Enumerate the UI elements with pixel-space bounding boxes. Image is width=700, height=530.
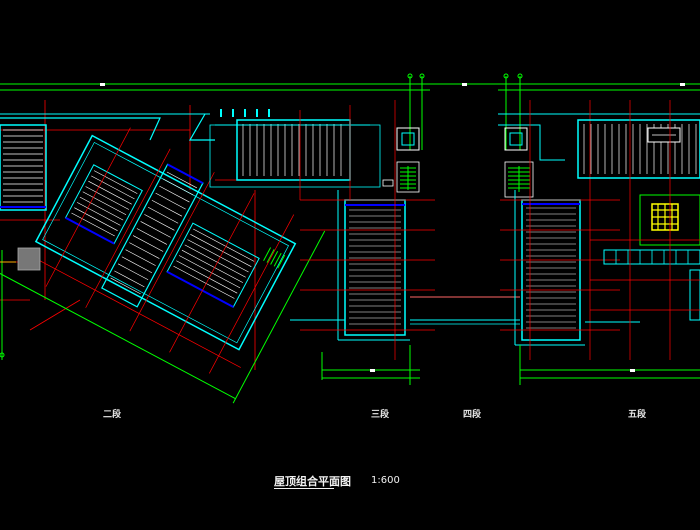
segment-4-plan [498,100,700,385]
drawing-title: 屋顶组合平面图 [274,475,351,488]
section-label-seg4: 四段 [463,410,482,420]
top-dimension-lines [0,73,700,150]
section-label-seg3: 三段 [371,410,390,420]
title-underline [274,488,334,489]
section-label-seg5: 五段 [628,410,647,420]
drawing-scale: 1:600 [371,475,400,486]
segment-5-plan [577,100,700,360]
top-dimension-ticks [100,83,685,86]
corridor-link [410,296,520,325]
segment-2-plan [0,100,326,404]
segment-3-plan [188,100,435,385]
section-label-seg2: 二段 [103,410,122,420]
